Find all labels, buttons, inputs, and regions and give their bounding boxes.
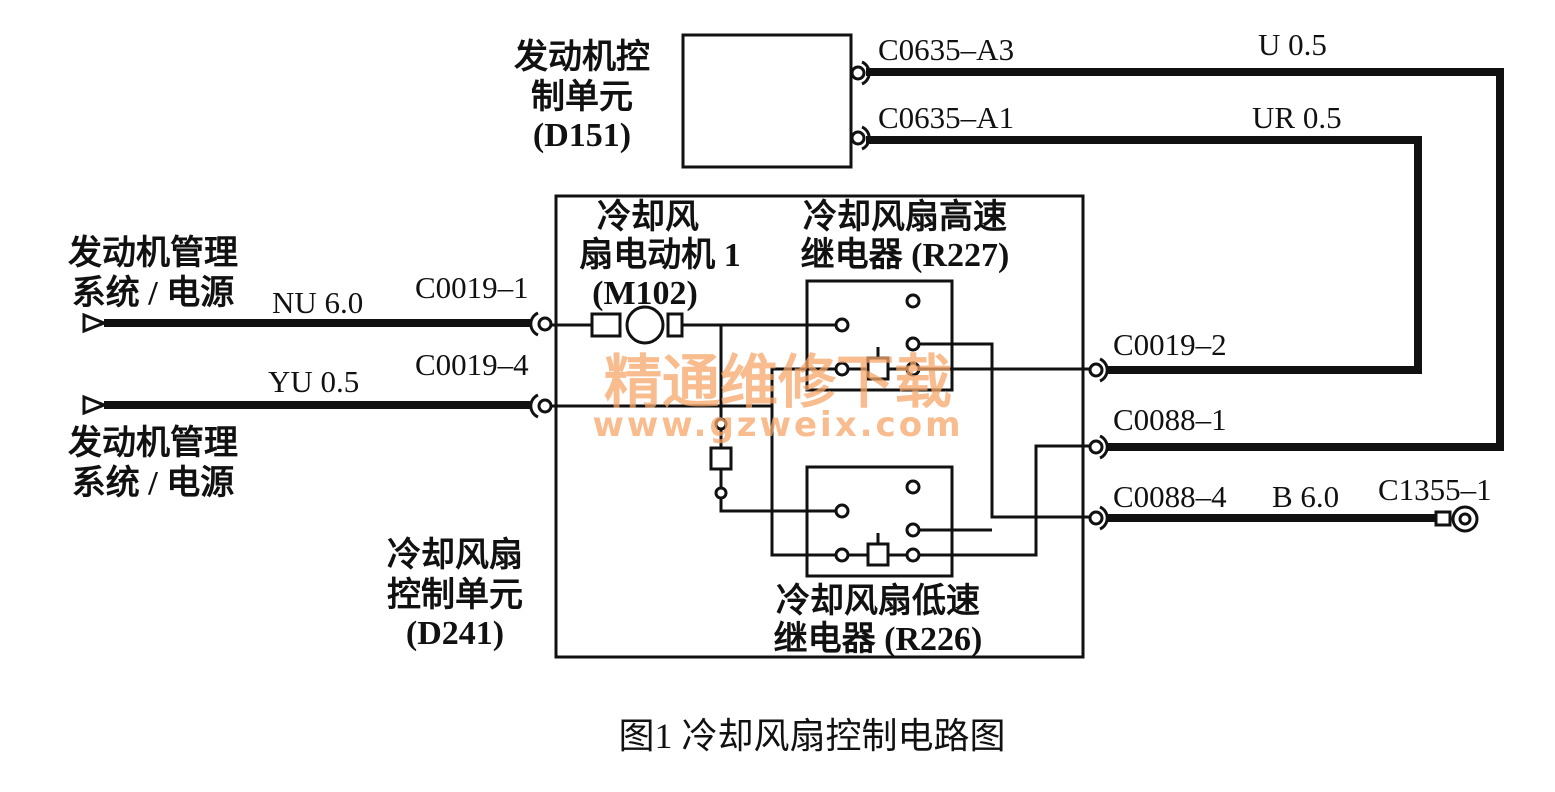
engine-ecu-label-line2: 制单元 [531,78,633,116]
high-relay-coil-icon [834,347,921,381]
connector-c0019-2 [1088,357,1109,383]
fan-control-unit-box [554,194,1085,659]
connector-c0635-a3 [850,60,871,86]
high-relay-label-line2: 继电器 (R227) [801,236,1010,274]
low-relay-label-line1: 冷却风扇低速 [776,582,980,620]
pin-c0635-a3-label: C0635–A3 [878,32,1014,67]
wire-nu-label: NU 6.0 [272,285,363,320]
source1-label-line2: 系统 / 电源 [72,274,234,312]
pin-c0635-a1-label: C0635–A1 [878,100,1014,135]
pin-c0088-4-label: C0088–4 [1113,479,1227,514]
low-relay-coil-icon [834,533,921,567]
source2-label-line1: 发动机管理 [68,424,238,462]
wire-yu-label: YU 0.5 [268,364,359,399]
fan-ecu-label-line2: 控制单元 [387,576,523,614]
pin-c1355-1-label: C1355–1 [1378,472,1492,507]
connector-c0019-1 [529,311,553,337]
source2-arrow-icon [82,394,109,416]
fan-motor-icon [590,305,684,345]
pin-c0088-1-label: C0088–1 [1113,402,1227,437]
ground-terminal-icon [1434,505,1479,533]
high-relay-switch-icon [834,289,921,352]
pin-c0019-2-label: C0019–2 [1113,327,1227,362]
motor-label-line1: 冷却风 [597,198,699,236]
fan-ecu-label-line1: 冷却风扇 [387,536,523,574]
low-speed-relay-box [805,465,954,578]
source1-arrow-icon [82,312,109,334]
wire-ur-label: UR 0.5 [1252,100,1342,135]
high-speed-relay-box [805,279,954,392]
wire-u-0-5 [866,68,1504,451]
watermark-text: 精通维修下载 [604,348,952,416]
engine-ecu-label: 发动机控 制单元 (D151) [514,38,650,154]
wire-b-label: B 6.0 [1272,479,1339,514]
pin-c0019-1-label: C0019–1 [415,270,529,305]
connector-c0088-4 [1088,505,1109,531]
resistor-icon [709,446,733,471]
source2-label-line2: 系统 / 电源 [72,464,234,502]
engine-ecu-box [681,33,853,169]
high-relay-label-line1: 冷却风扇高速 [803,198,1007,236]
connector-c0088-1 [1088,434,1109,460]
watermark-url: www.gzweix.com [592,405,963,445]
low-relay-label-line2: 继电器 (R226) [774,620,983,658]
motor-label-line2: 扇电动机 1 [579,236,741,274]
fan-ecu-label-line3: (D241) [406,615,504,652]
low-relay-switch-icon [834,475,921,538]
engine-ecu-label-line1: 发动机控 [514,38,650,76]
connector-c0019-4 [529,393,553,419]
figure-caption: 图1 冷却风扇控制电路图 [618,716,1005,756]
wire-u-label: U 0.5 [1258,27,1327,62]
source1-label-line1: 发动机管理 [68,234,238,272]
connector-c0635-a1 [850,125,871,151]
engine-ecu-label-line3: (D151) [533,117,631,154]
wire-ur-0-5 [866,136,1422,374]
pin-c0019-4-label: C0019–4 [415,347,529,382]
